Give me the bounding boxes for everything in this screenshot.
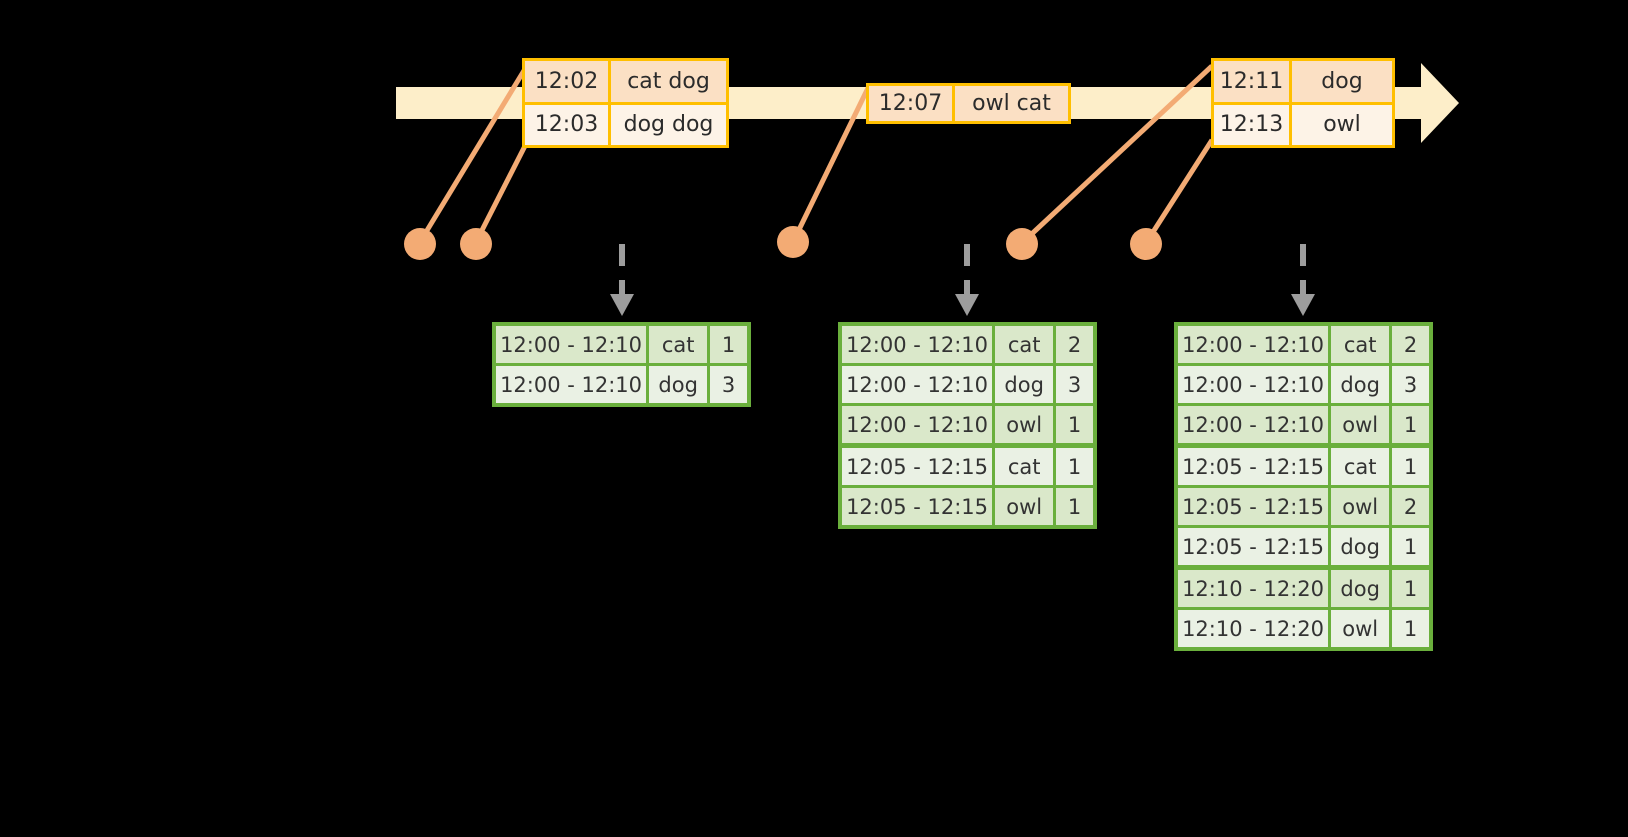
table-row[interactable]: 12:00 - 12:10 owl 1 — [842, 406, 1093, 443]
count-cell: 1 — [1392, 448, 1429, 485]
window-cell: 12:00 - 12:10 — [496, 366, 647, 403]
window-cell: 12:00 - 12:10 — [842, 326, 993, 363]
timeline-event-row[interactable]: 12:13 owl — [1214, 101, 1392, 145]
dashed-arrow-down-icon-3 — [1291, 244, 1315, 316]
result-table-2[interactable]: 12:00 - 12:10 cat 2 12:00 - 12:10 dog 3 … — [838, 322, 1097, 529]
table-row[interactable]: 12:00 - 12:10 dog 3 — [842, 366, 1093, 403]
arrow-right-icon — [1421, 63, 1459, 143]
timeline-event-row[interactable]: 12:03 dog dog — [525, 101, 726, 145]
table-row[interactable]: 12:00 - 12:10 dog 3 — [496, 366, 747, 403]
count-cell: 1 — [1056, 448, 1093, 485]
count-cell: 1 — [1392, 406, 1429, 443]
connector-dot-1 — [404, 228, 436, 260]
key-cell: dog — [995, 366, 1054, 403]
window-cell: 12:00 - 12:10 — [1178, 366, 1329, 403]
key-cell: owl — [1331, 406, 1390, 443]
key-cell: owl — [1331, 610, 1390, 647]
table-row[interactable]: 12:05 - 12:15 owl 2 — [1178, 488, 1429, 525]
window-cell: 12:05 - 12:15 — [1178, 528, 1329, 565]
table-row[interactable]: 12:05 - 12:15 dog 1 — [1178, 528, 1429, 565]
dashed-arrow-down-icon-2 — [955, 244, 979, 316]
count-cell: 2 — [1392, 488, 1429, 525]
window-cell: 12:00 - 12:10 — [1178, 406, 1329, 443]
event-time: 12:07 — [869, 86, 955, 121]
count-cell: 1 — [1056, 406, 1093, 443]
table-row[interactable]: 12:00 - 12:10 cat 1 — [496, 326, 747, 363]
key-cell: cat — [649, 326, 708, 363]
timeline-event-group-1[interactable]: 12:02 cat dog 12:03 dog dog — [522, 58, 729, 148]
key-cell: cat — [1331, 326, 1390, 363]
key-cell: owl — [995, 488, 1054, 525]
window-cell: 12:00 - 12:10 — [842, 366, 993, 403]
result-table-1[interactable]: 12:00 - 12:10 cat 1 12:00 - 12:10 dog 3 — [492, 322, 751, 407]
timeline-event-group-3[interactable]: 12:11 dog 12:13 owl — [1211, 58, 1395, 148]
count-cell: 1 — [1056, 488, 1093, 525]
count-cell: 1 — [710, 326, 747, 363]
count-cell: 1 — [1392, 610, 1429, 647]
key-cell: owl — [1331, 488, 1390, 525]
window-cell: 12:00 - 12:10 — [496, 326, 647, 363]
table-row[interactable]: 12:05 - 12:15 cat 1 — [1178, 448, 1429, 485]
event-value: owl — [1292, 104, 1392, 145]
connector-dot-2 — [460, 228, 492, 260]
event-value: dog dog — [611, 104, 726, 145]
event-value: cat dog — [611, 61, 726, 102]
count-cell: 3 — [1392, 366, 1429, 403]
window-cell: 12:05 - 12:15 — [1178, 448, 1329, 485]
event-time: 12:11 — [1214, 61, 1292, 102]
window-cell: 12:00 - 12:10 — [1178, 326, 1329, 363]
key-cell: dog — [1331, 366, 1390, 403]
key-cell: cat — [1331, 448, 1390, 485]
table-row[interactable]: 12:05 - 12:15 owl 1 — [842, 488, 1093, 525]
key-cell: dog — [1331, 570, 1390, 607]
timeline-event-row[interactable]: 12:11 dog — [1214, 61, 1392, 102]
event-time: 12:02 — [525, 61, 611, 102]
table-row[interactable]: 12:00 - 12:10 cat 2 — [1178, 326, 1429, 363]
count-cell: 2 — [1056, 326, 1093, 363]
count-cell: 1 — [1392, 570, 1429, 607]
table-row[interactable]: 12:00 - 12:10 dog 3 — [1178, 366, 1429, 403]
window-cell: 12:05 - 12:15 — [842, 488, 993, 525]
event-time: 12:03 — [525, 104, 611, 145]
count-cell: 1 — [1392, 528, 1429, 565]
window-cell: 12:10 - 12:20 — [1178, 610, 1329, 647]
connector-dot-3 — [777, 226, 809, 258]
table-row[interactable]: 12:10 - 12:20 owl 1 — [1178, 610, 1429, 647]
key-cell: dog — [1331, 528, 1390, 565]
timeline-event-row[interactable]: 12:07 owl cat — [869, 86, 1068, 121]
arrow-right-shaft — [1396, 87, 1424, 119]
window-cell: 12:05 - 12:15 — [842, 448, 993, 485]
key-cell: dog — [649, 366, 708, 403]
count-cell: 2 — [1392, 326, 1429, 363]
table-row[interactable]: 12:05 - 12:15 cat 1 — [842, 448, 1093, 485]
key-cell: owl — [995, 406, 1054, 443]
table-row[interactable]: 12:00 - 12:10 owl 1 — [1178, 406, 1429, 443]
event-value: owl cat — [955, 86, 1068, 121]
event-value: dog — [1292, 61, 1392, 102]
table-row[interactable]: 12:00 - 12:10 cat 2 — [842, 326, 1093, 363]
connector-dot-5 — [1130, 228, 1162, 260]
window-cell: 12:10 - 12:20 — [1178, 570, 1329, 607]
table-row[interactable]: 12:10 - 12:20 dog 1 — [1178, 570, 1429, 607]
count-cell: 3 — [710, 366, 747, 403]
count-cell: 3 — [1056, 366, 1093, 403]
key-cell: cat — [995, 448, 1054, 485]
result-table-3[interactable]: 12:00 - 12:10 cat 2 12:00 - 12:10 dog 3 … — [1174, 322, 1433, 651]
window-cell: 12:05 - 12:15 — [1178, 488, 1329, 525]
key-cell: cat — [995, 326, 1054, 363]
timeline-event-group-2[interactable]: 12:07 owl cat — [866, 83, 1071, 124]
connector-dot-4 — [1006, 228, 1038, 260]
event-time: 12:13 — [1214, 104, 1292, 145]
window-cell: 12:00 - 12:10 — [842, 406, 993, 443]
dashed-arrow-down-icon-1 — [610, 244, 634, 316]
timeline-event-row[interactable]: 12:02 cat dog — [525, 61, 726, 102]
